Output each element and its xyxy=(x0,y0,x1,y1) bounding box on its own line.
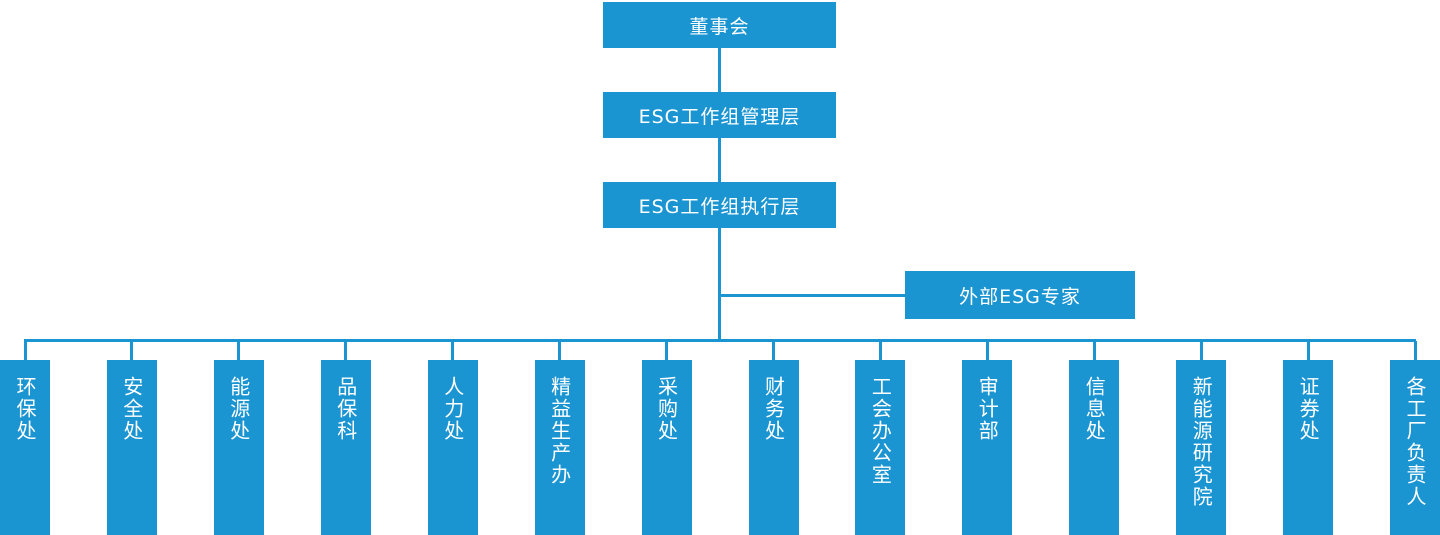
dept-label: 工会办公室 xyxy=(868,376,893,486)
dept-node: 品保科 xyxy=(320,360,371,535)
node-esg-management-layer: ESG工作组管理层 xyxy=(603,92,836,138)
connector-stub xyxy=(772,341,775,361)
dept-node: 精益生产办 xyxy=(534,360,585,535)
connector-stub xyxy=(665,341,668,361)
connector-stub xyxy=(130,341,134,361)
dept-label: 新能源研究院 xyxy=(1189,376,1214,508)
connector-execution-trunk xyxy=(718,228,721,341)
dept-label: 精益生产办 xyxy=(547,376,572,486)
connector-stub xyxy=(237,341,241,361)
dept-label: 证券处 xyxy=(1296,376,1321,442)
dept-label: 各工厂负责人 xyxy=(1403,376,1427,508)
dept-label: 人力处 xyxy=(440,376,465,442)
dept-node: 安全处 xyxy=(106,360,157,535)
dept-label: 财务处 xyxy=(761,376,786,442)
node-external-esg-experts: 外部ESG专家 xyxy=(905,271,1135,319)
dept-node: 证券处 xyxy=(1283,360,1334,535)
node-board-of-directors: 董事会 xyxy=(603,2,836,48)
connector-board-to-management xyxy=(718,48,721,92)
connector-stub xyxy=(1199,341,1203,361)
dept-node: 采购处 xyxy=(641,360,692,535)
dept-label: 环保处 xyxy=(13,376,37,442)
connector-stub xyxy=(344,341,348,361)
dept-node: 新能源研究院 xyxy=(1176,360,1227,535)
connector-stub xyxy=(451,341,455,361)
connector-stub xyxy=(23,341,27,361)
connector-bus xyxy=(24,339,1416,342)
dept-node: 审计部 xyxy=(962,360,1013,535)
dept-node: 各工厂负责人 xyxy=(1390,360,1440,535)
dept-label: 采购处 xyxy=(654,376,679,442)
dept-label: 能源处 xyxy=(226,376,251,442)
connector-stub xyxy=(1413,341,1417,361)
dept-node: 信息处 xyxy=(1069,360,1120,535)
connector-branch-external-experts xyxy=(719,294,905,297)
dept-node: 财务处 xyxy=(748,360,799,535)
dept-label: 品保科 xyxy=(333,376,358,442)
connector-stub xyxy=(985,341,989,361)
dept-node: 工会办公室 xyxy=(855,360,906,535)
connector-management-to-execution xyxy=(718,138,721,182)
dept-node: 能源处 xyxy=(213,360,264,535)
connector-stub xyxy=(1092,341,1096,361)
connector-stub xyxy=(558,341,562,361)
dept-node: 环保处 xyxy=(0,360,50,535)
connector-stub xyxy=(878,341,882,361)
dept-label: 信息处 xyxy=(1082,376,1107,442)
connector-stub xyxy=(1306,341,1310,361)
dept-label: 安全处 xyxy=(119,376,144,442)
node-esg-execution-layer: ESG工作组执行层 xyxy=(603,182,836,228)
dept-label: 审计部 xyxy=(975,376,1000,442)
dept-node: 人力处 xyxy=(427,360,478,535)
